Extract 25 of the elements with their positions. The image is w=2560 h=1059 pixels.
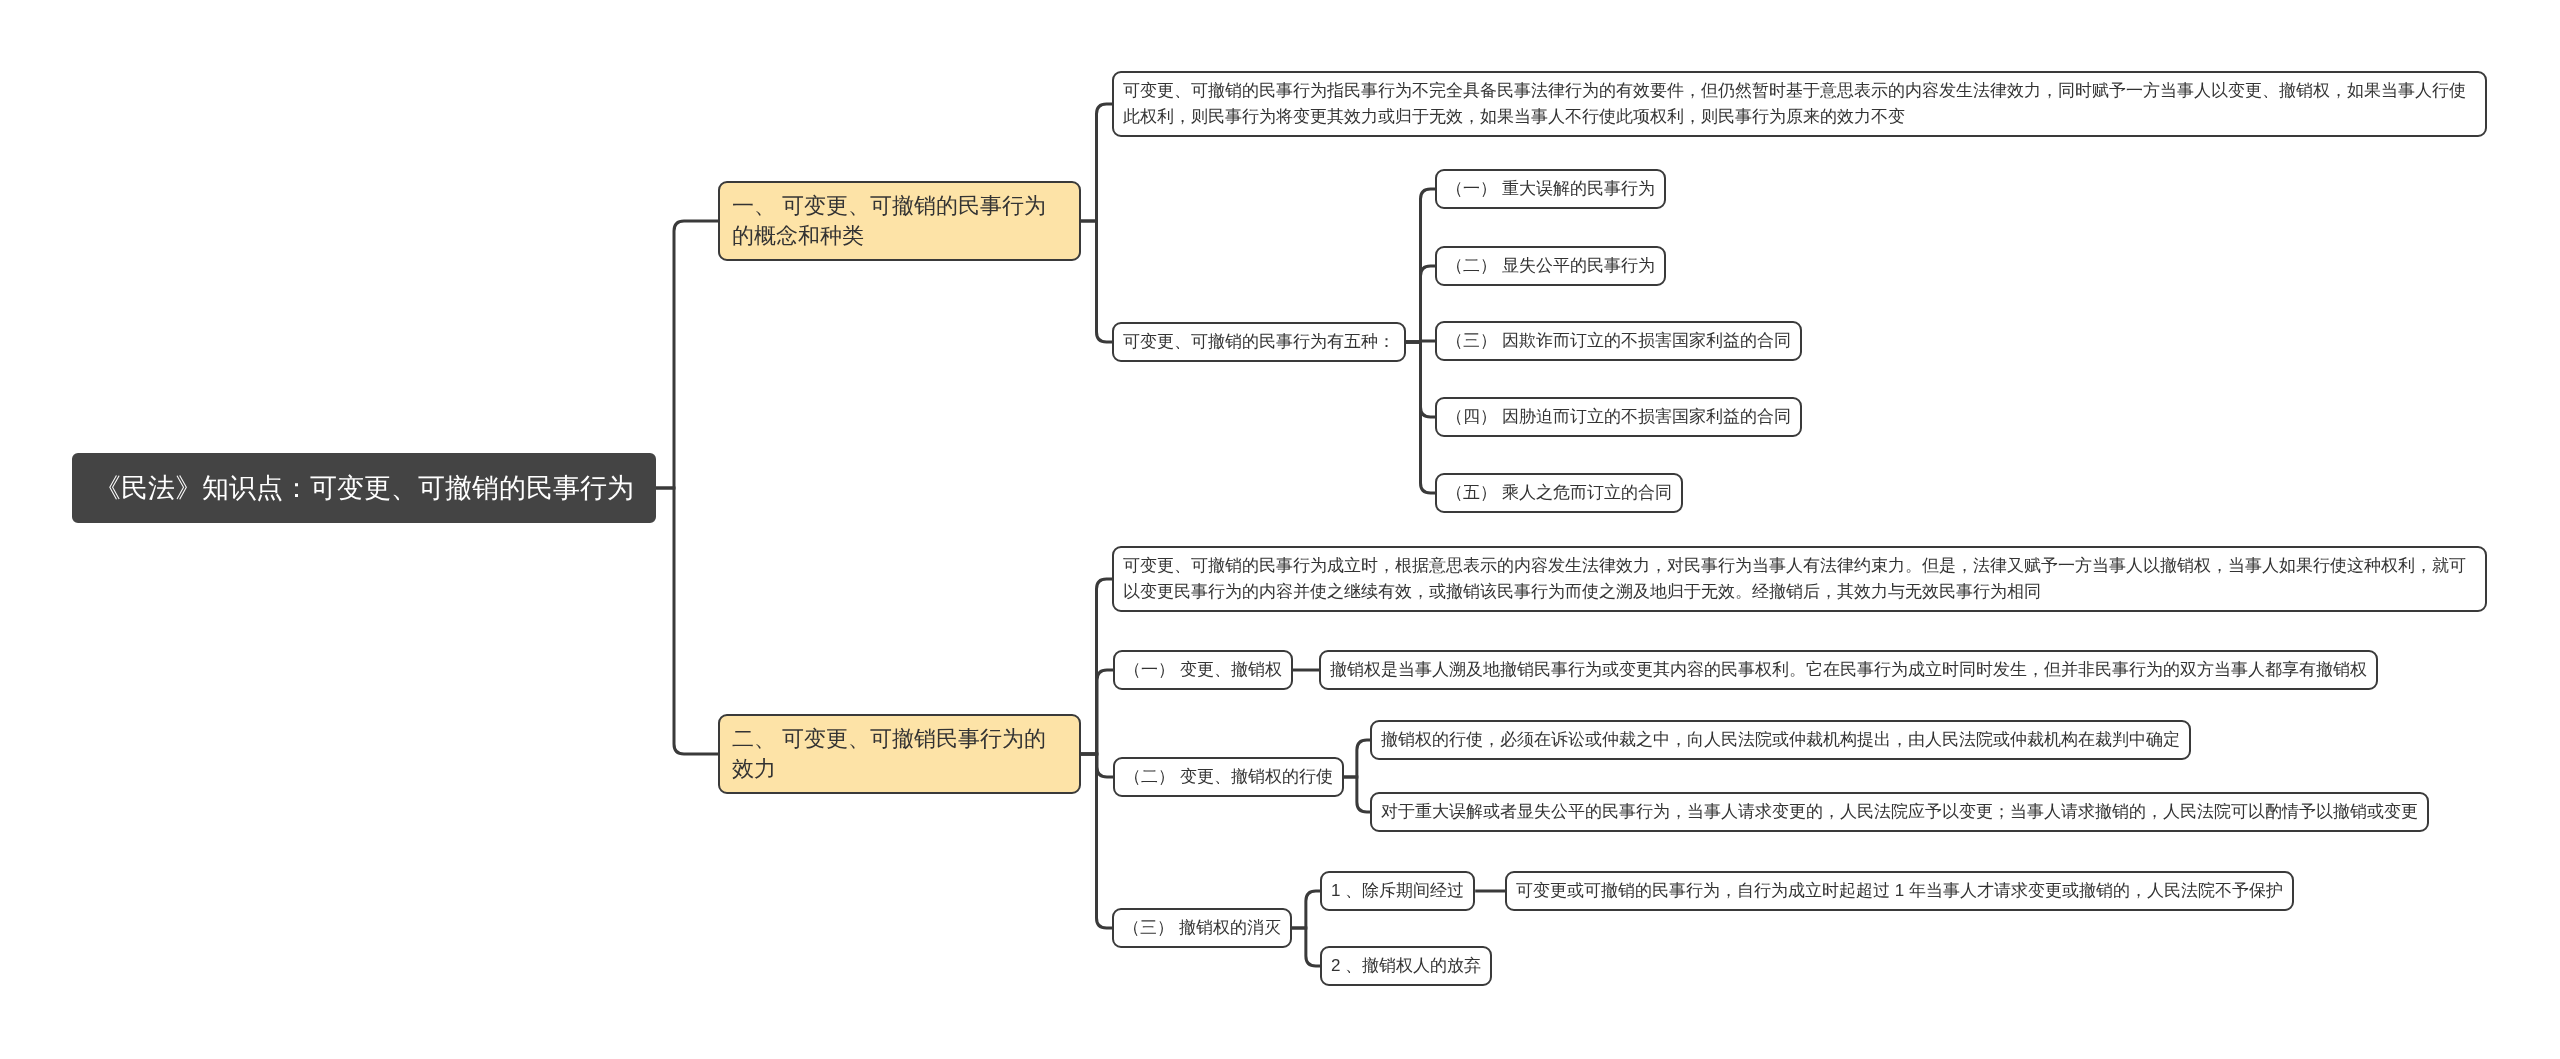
connector-line <box>1292 668 1319 672</box>
topic-box: 对于重大误解或者显失公平的民事行为，当事人请求变更的，人民法院应予以变更；当事人请求撤销的，人民法院可以酌情予以撤销或变更 <box>1370 792 2429 832</box>
topic-box: （二） 变更、撤销权的行使 <box>1113 757 1344 797</box>
topic-box: 1 、除斥期间经过 <box>1320 871 1476 911</box>
topic-box: （四） 因胁迫而订立的不损害国家利益的合同 <box>1435 397 1802 437</box>
topic-box: 可变更或可撤销的民事行为，自行为成立时起超过 1 年当事人才请求变更或撤销的，人民法院不予保护 <box>1505 871 2294 911</box>
topic-box: 撤销权的行使，必须在诉讼或仲裁之中，向人民法院或仲裁机构提出，由人民法院或仲裁机构在裁判中确定 <box>1370 720 2191 760</box>
text-box: 可变更、可撤销的民事行为指民事行为不完全具备民事法律行为的有效要件，但仍然暂时基于意思表示的内容发生法律效力，同时赋予一方当事人以变更、撤销权，如果当事人行使此权利，则民事行为将变更其效力或归于无效，如果当事人不行使此项权利，则民事行为原来的效力不变 <box>1112 71 2487 137</box>
text-box: 可变更、可撤销的民事行为成立时，根据意思表示的内容发生法律效力，对民事行为当事人有法律约束力。但是，法律又赋予一方当事人以撤销权，当事人如果行使这种权利，就可以变更民事行为的内容并使之继续有效，或撤销该民事行为而使之溯及地归于无效。经撤销后，其效力与无效民事行为相同 <box>1112 546 2487 612</box>
root-topic-box: 《民法》知识点：可变更、可撤销的民事行为 <box>72 453 656 523</box>
connector-line <box>1291 926 1320 968</box>
topic-box: 可变更、可撤销的民事行为有五种： <box>1112 322 1406 362</box>
connector-line <box>1343 775 1370 814</box>
topic-box: （三） 因欺诈而订立的不损害国家利益的合同 <box>1435 321 1802 361</box>
topic-box: （三） 撤销权的消灭 <box>1112 908 1292 948</box>
topic-box: （五） 乘人之危而订立的合同 <box>1435 473 1683 513</box>
topic-box: （一） 重大误解的民事行为 <box>1435 169 1666 209</box>
topic-box: （二） 显失公平的民事行为 <box>1435 246 1666 286</box>
connector-line <box>1475 889 1505 893</box>
branch-topic-box: 一、 可变更、可撤销的民事行为的概念和种类 <box>718 181 1081 261</box>
topic-box: 撤销权是当事人溯及地撤销民事行为或变更其内容的民事权利。它在民事行为成立时同时发生，但并非民事行为的双方当事人都享有撤销权 <box>1319 650 2378 690</box>
branch-topic-box: 二、 可变更、可撤销民事行为的效力 <box>718 714 1081 794</box>
topic-box: 2 、撤销权人的放弃 <box>1320 946 1493 986</box>
topic-box: （一） 变更、撤销权 <box>1113 650 1293 690</box>
connector-line <box>656 486 718 756</box>
